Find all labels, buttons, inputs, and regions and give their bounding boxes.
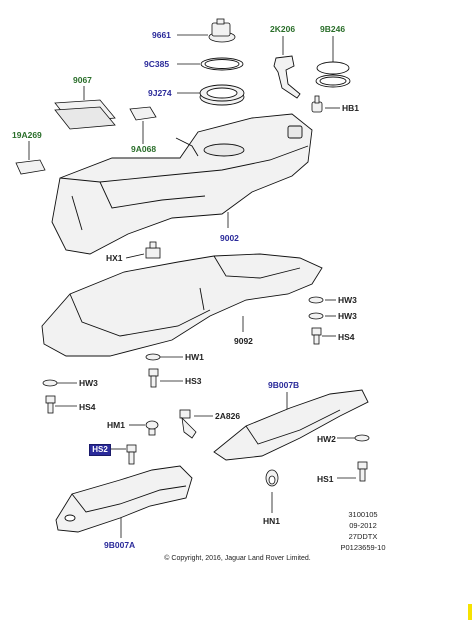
locking-ring bbox=[199, 84, 245, 106]
clip-part-2 bbox=[179, 409, 197, 439]
callout-2a826: 2A826 bbox=[215, 411, 241, 421]
washer-part bbox=[308, 296, 324, 320]
pad-part bbox=[54, 99, 116, 130]
callout-9092: 9092 bbox=[234, 336, 253, 346]
fuel-tank bbox=[51, 113, 313, 255]
callout-hs3: HS3 bbox=[185, 376, 202, 386]
bolt-part bbox=[311, 95, 323, 113]
bolt-part-5 bbox=[126, 444, 137, 465]
info-line-1: 3100105 bbox=[348, 510, 378, 519]
callout-hw3-a: HW3 bbox=[338, 295, 357, 305]
callout-hs4-a: HS4 bbox=[338, 332, 355, 342]
heat-shield-left bbox=[55, 465, 193, 533]
callout-hw2: HW2 bbox=[317, 434, 336, 444]
callout-hw1: HW1 bbox=[185, 352, 204, 362]
callout-hw3-c: HW3 bbox=[79, 378, 98, 388]
callout-9c385: 9C385 bbox=[144, 59, 170, 69]
callout-9067: 9067 bbox=[73, 75, 92, 85]
bolt-part-3 bbox=[148, 368, 159, 388]
callout-9661: 9661 bbox=[152, 30, 171, 40]
callout-9a068: 9A068 bbox=[131, 144, 157, 154]
tank-support bbox=[41, 253, 323, 357]
copyright-notice: © Copyright, 2016, Jaguar Land Rover Lim… bbox=[164, 555, 311, 562]
callout-9b246: 9B246 bbox=[320, 24, 346, 34]
corner-marker bbox=[468, 604, 472, 620]
bolt-part-4 bbox=[45, 395, 56, 414]
pad-part-2 bbox=[15, 159, 46, 175]
callout-hs4-b: HS4 bbox=[79, 402, 96, 412]
seal-ring-2 bbox=[315, 61, 351, 88]
callout-hb1: HB1 bbox=[342, 103, 360, 113]
fuel-pump-cap bbox=[208, 18, 236, 43]
heat-shield-right bbox=[213, 389, 369, 461]
callout-hs2-highlight: HS2 bbox=[89, 444, 111, 456]
washer-part-3 bbox=[42, 379, 58, 387]
callout-hw3-b: HW3 bbox=[338, 311, 357, 321]
callout-9b007a: 9B007A bbox=[104, 540, 136, 550]
seal-ring bbox=[200, 57, 244, 71]
callout-9b007b: 9B007B bbox=[268, 380, 300, 390]
callout-9002: 9002 bbox=[220, 233, 239, 243]
callout-9j274: 9J274 bbox=[148, 88, 172, 98]
washer-part-2 bbox=[145, 353, 161, 361]
pad-part-3 bbox=[129, 106, 157, 121]
bracket-part bbox=[273, 55, 301, 99]
callout-hm1: HM1 bbox=[107, 420, 125, 430]
info-line-4: P0123659-10 bbox=[340, 543, 386, 552]
info-line-3: 27DDTX bbox=[348, 532, 378, 541]
callout-19a269: 19A269 bbox=[12, 130, 42, 140]
info-line-2: 09-2012 bbox=[349, 521, 377, 530]
callout-hs1: HS1 bbox=[317, 474, 334, 484]
nut-part-2 bbox=[265, 469, 279, 487]
callout-hx1: HX1 bbox=[106, 253, 123, 263]
callout-hn1: HN1 bbox=[263, 516, 281, 526]
bolt-part-6 bbox=[357, 461, 368, 482]
washer-part-4 bbox=[354, 434, 370, 442]
clip-part bbox=[145, 241, 161, 259]
bolt-part-2 bbox=[311, 327, 322, 345]
callout-2k206: 2K206 bbox=[270, 24, 296, 34]
nut-part bbox=[145, 420, 159, 436]
